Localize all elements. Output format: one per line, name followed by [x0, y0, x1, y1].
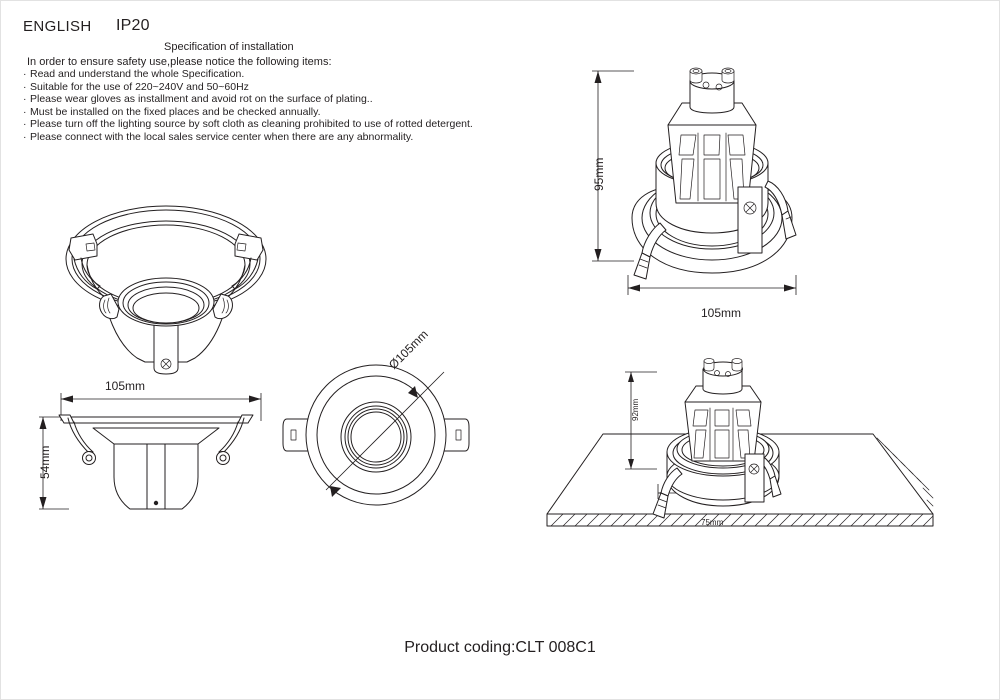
specification-intro: In order to ensure safety use,please not…	[27, 56, 332, 68]
list-item: ·Please connect with the local sales ser…	[23, 131, 473, 144]
specification-title: Specification of installation	[164, 41, 294, 53]
install-cutout-label: 75mm	[701, 518, 724, 527]
list-item-label: Must be installed on the fixed places an…	[30, 105, 321, 118]
drawing-assembly-view	[586, 63, 821, 318]
drawing-plan-view	[281, 351, 471, 511]
list-item: ·Please wear gloves as installment and a…	[23, 93, 473, 106]
assembly-width-label: 105mm	[701, 306, 742, 320]
drawing-side-elevation	[31, 381, 281, 516]
instruction-list: ·Read and understand the whole Specifica…	[23, 68, 473, 144]
bullet-marker: ·	[23, 93, 27, 106]
list-item: ·Must be installed on the fixed places a…	[23, 106, 473, 119]
dimension-width	[60, 393, 262, 421]
bullet-marker: ·	[23, 130, 27, 143]
side-width-label: 105mm	[105, 379, 146, 393]
list-item-label: Please connect with the local sales serv…	[30, 130, 414, 143]
language-label: ENGLISH	[23, 18, 92, 35]
list-item-label: Please wear gloves as installment and av…	[30, 93, 373, 106]
product-coding-label: Product coding:CLT 008C1	[404, 639, 596, 656]
assembly-height-label: 95mm	[592, 157, 606, 191]
bullet-marker: ·	[23, 80, 27, 93]
list-item-label: Please turn off the lighting source by s…	[30, 118, 473, 131]
list-item-label: Suitable for the use of 220~240V and 50~…	[30, 80, 249, 93]
dimension-assembly-height	[592, 70, 634, 262]
list-item: ·Suitable for the use of 220~240V and 50…	[23, 81, 473, 94]
dimension-assembly-width	[627, 275, 797, 295]
ip-rating-label: IP20	[116, 17, 150, 34]
ceiling-hatching	[550, 437, 934, 527]
list-item: ·Please turn off the lighting source by …	[23, 118, 473, 131]
list-item: ·Read and understand the whole Specifica…	[23, 68, 473, 81]
dimension-install-height	[625, 371, 657, 470]
side-height-label: 54mm	[38, 445, 52, 479]
drawing-isometric-view	[41, 186, 291, 376]
bullet-marker: ·	[23, 105, 27, 118]
drawing-installation-view	[541, 356, 941, 566]
bullet-marker: ·	[23, 68, 27, 80]
list-item-label: Read and understand the whole Specificat…	[30, 68, 245, 80]
bullet-marker: ·	[23, 118, 27, 131]
dimension-diameter	[325, 371, 445, 497]
install-height-label: 92mm	[631, 398, 640, 421]
